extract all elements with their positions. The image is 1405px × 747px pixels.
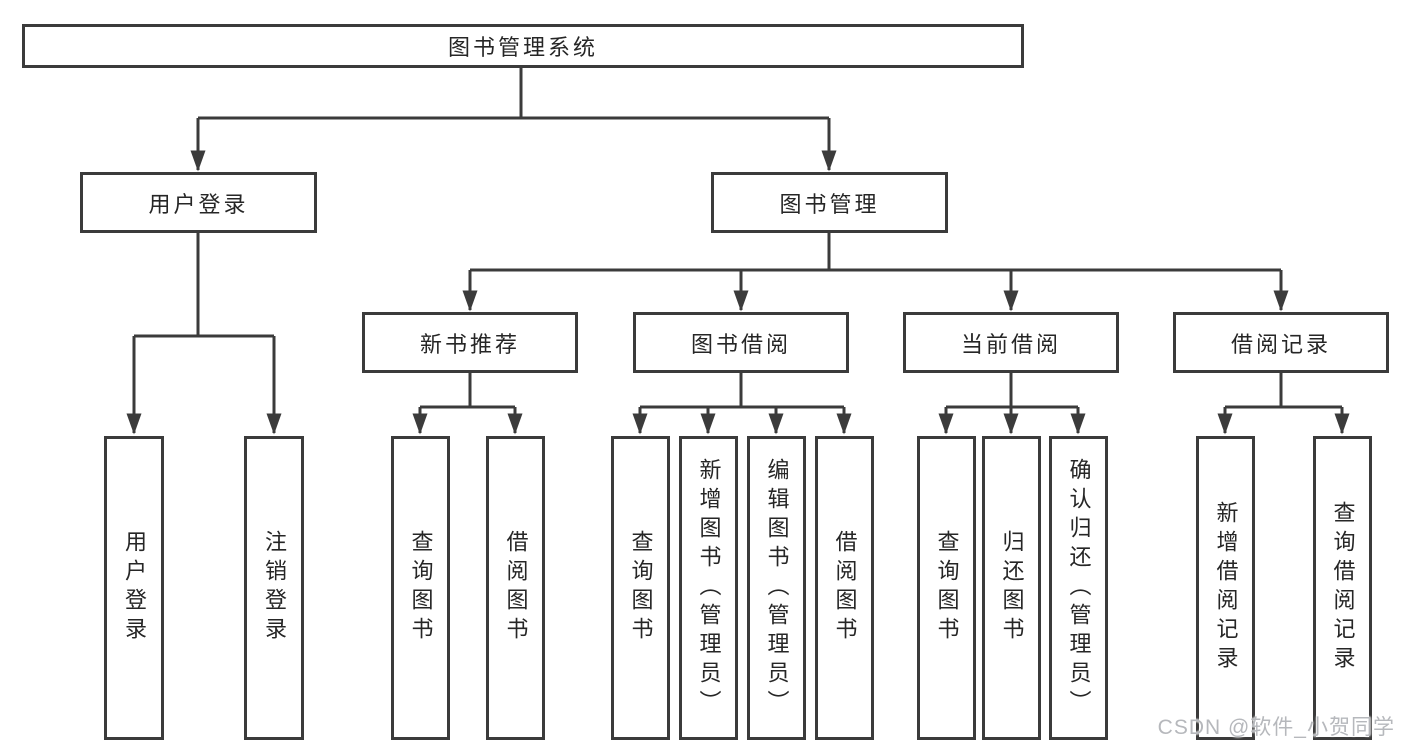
node-user-login: 用户登录 (80, 172, 317, 233)
leaf-query-books-3-label: 查询图书 (934, 530, 960, 646)
leaf-logout: 注销登录 (244, 436, 304, 740)
leaf-query-borrow-record-label: 查询借阅记录 (1330, 501, 1356, 675)
node-user-login-label: 用户登录 (148, 191, 249, 217)
leaf-add-book-admin-label: 新增图书（管理员） (696, 457, 722, 719)
node-book-borrow: 图书借阅 (633, 312, 849, 373)
node-book-borrow-label: 图书借阅 (690, 331, 791, 357)
leaf-query-books-3: 查询图书 (917, 436, 976, 740)
node-new-book-recommend-label: 新书推荐 (419, 331, 520, 357)
node-new-book-recommend: 新书推荐 (362, 312, 578, 373)
leaf-query-books-2: 查询图书 (611, 436, 670, 740)
leaf-logout-label: 注销登录 (262, 530, 287, 646)
csdn-watermark: CSDN @软件_小贺同学 (1157, 716, 1395, 739)
node-current-borrow: 当前借阅 (903, 312, 1119, 373)
node-current-borrow-label: 当前借阅 (960, 331, 1061, 357)
leaf-borrow-books-1: 借阅图书 (486, 436, 545, 740)
leaf-borrow-books-1-label: 借阅图书 (503, 530, 529, 646)
connector-current-borrow-stem (946, 371, 1078, 409)
leaf-confirm-return-admin-label: 确认归还（管理员） (1066, 457, 1092, 719)
leaf-edit-book-admin-label: 编辑图书（管理员） (764, 457, 790, 719)
leaf-borrow-books-2-label: 借阅图书 (832, 530, 858, 646)
connector-new-book-stem (420, 371, 515, 409)
leaf-add-borrow-record-label: 新增借阅记录 (1213, 501, 1239, 675)
leaf-user-login-label: 用户登录 (122, 530, 147, 646)
connector-book-management-stem (470, 231, 1281, 272)
leaf-query-borrow-record: 查询借阅记录 (1313, 436, 1372, 740)
connector-root-stem (198, 66, 829, 120)
leaf-return-book-label: 归还图书 (999, 530, 1025, 646)
leaf-edit-book-admin: 编辑图书（管理员） (747, 436, 806, 740)
leaf-query-books-1-label: 查询图书 (408, 530, 434, 646)
node-book-management-label: 图书管理 (779, 191, 880, 217)
leaf-add-borrow-record: 新增借阅记录 (1196, 436, 1255, 740)
leaf-user-login: 用户登录 (104, 436, 164, 740)
connector-borrow-records-stem (1225, 371, 1342, 409)
node-borrow-records-label: 借阅记录 (1230, 331, 1331, 357)
node-book-management: 图书管理 (711, 172, 948, 233)
leaf-confirm-return-admin: 确认归还（管理员） (1049, 436, 1108, 740)
leaf-borrow-books-2: 借阅图书 (815, 436, 874, 740)
leaf-return-book: 归还图书 (982, 436, 1041, 740)
connector-user-login-stem (134, 231, 274, 338)
leaf-query-books-1: 查询图书 (391, 436, 450, 740)
node-root-system-label: 图书管理系统 (447, 35, 598, 60)
leaf-query-books-2-label: 查询图书 (628, 530, 654, 646)
node-root-system: 图书管理系统 (22, 24, 1024, 68)
node-borrow-records: 借阅记录 (1173, 312, 1389, 373)
leaf-add-book-admin: 新增图书（管理员） (679, 436, 738, 740)
connector-book-borrow-stem (640, 371, 844, 409)
